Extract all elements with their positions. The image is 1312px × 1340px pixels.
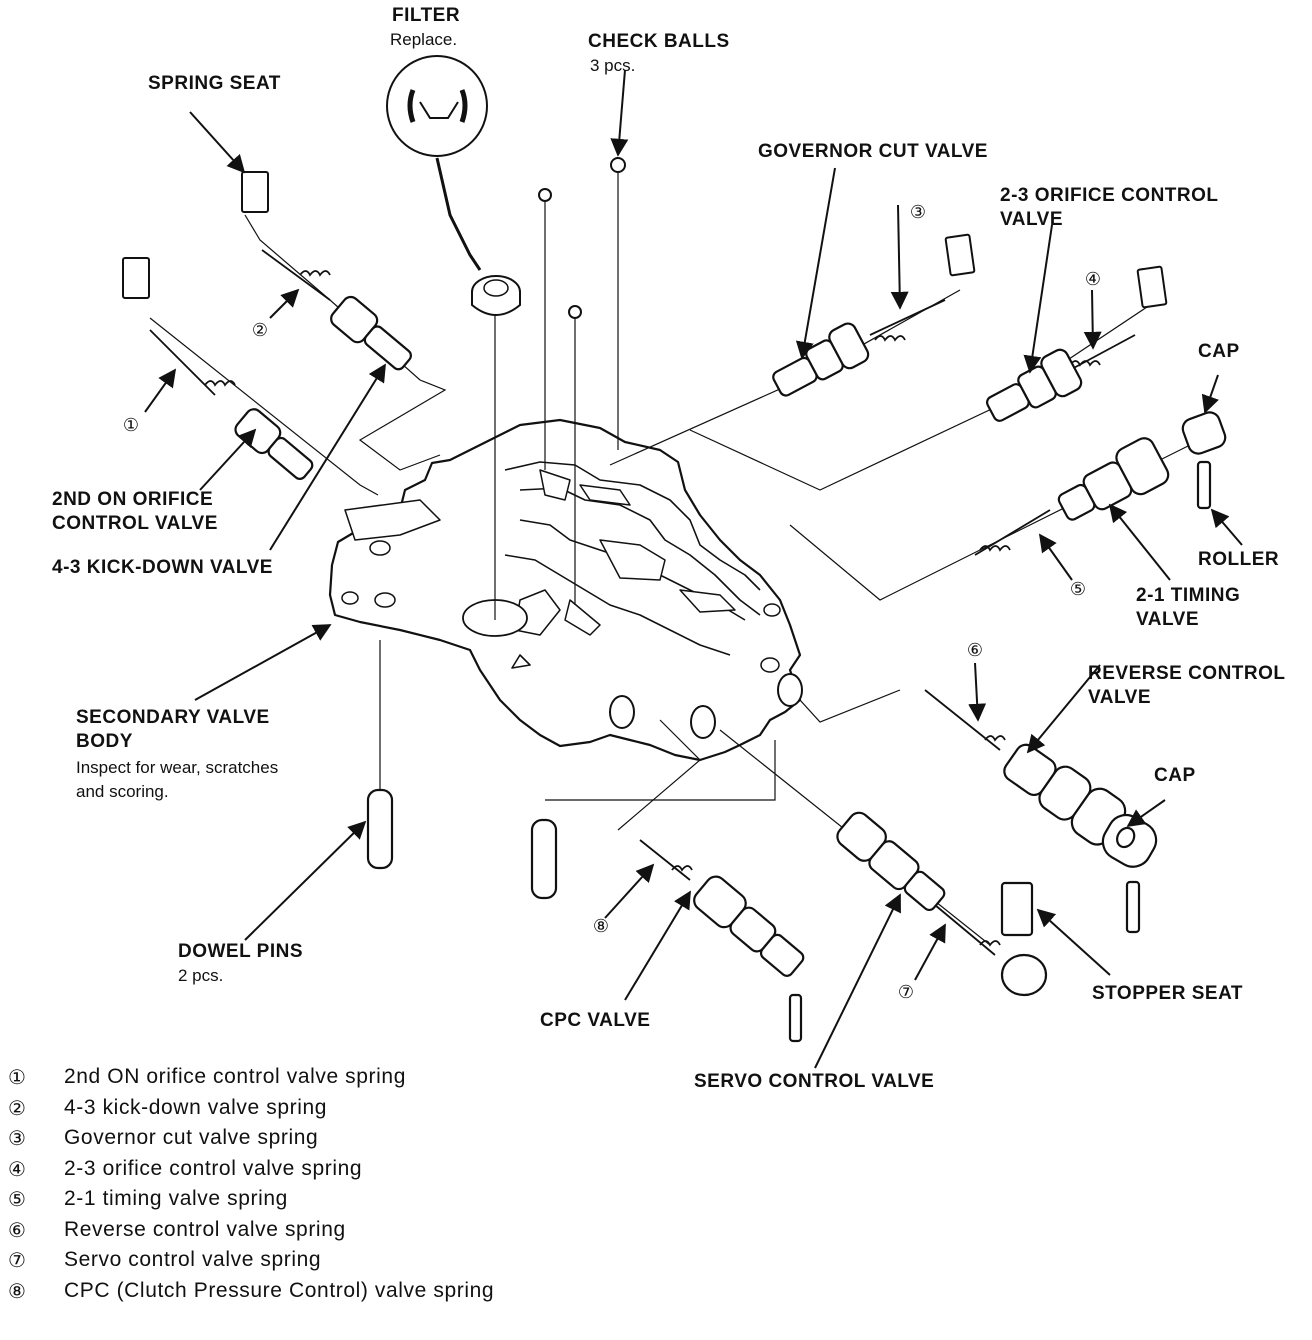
springs: [149, 249, 1136, 956]
cap-top-label: CAP: [1198, 341, 1240, 362]
orifice-2nd-label-line1: 2ND ON ORIFICE: [52, 489, 214, 510]
servo-control-valve-label: SERVO CONTROL VALVE: [694, 1071, 935, 1092]
orifice-23-label-line2: VALVE: [1000, 209, 1064, 230]
reverse-control-label-line1: REVERSE CONTROL: [1088, 663, 1286, 684]
legend-number: ⑧: [8, 1278, 27, 1303]
legend-item: ⑧ CPC (Clutch Pressure Control) valve sp…: [8, 1276, 528, 1307]
secondary-valve-body: [328, 418, 803, 762]
legend-number: ④: [8, 1156, 27, 1181]
orifice-2nd-label-line2: CONTROL VALVE: [52, 513, 218, 534]
legend-number: ⑥: [8, 1217, 27, 1242]
governor-cut-valve-label: GOVERNOR CUT VALVE: [758, 141, 988, 162]
legend-item: ② 4-3 kick-down valve spring: [8, 1093, 528, 1124]
callout-7: ⑦: [897, 982, 915, 1003]
secondary-valve-body-note-line2: and scoring.: [76, 782, 169, 801]
filter-note: Replace.: [390, 30, 458, 49]
timing-21-label-line2: VALVE: [1136, 609, 1200, 630]
cpc-valve-label: CPC VALVE: [540, 1010, 651, 1031]
legend-text: Governor cut valve spring: [64, 1126, 319, 1149]
secondary-valve-body-label-line2: BODY: [76, 731, 133, 752]
spring-seats: [122, 171, 1168, 309]
check-balls: [538, 157, 626, 319]
valve-spools: [234, 295, 1227, 1043]
orifice-23-label-line1: 2-3 ORIFICE CONTROL: [1000, 185, 1219, 206]
callout-5: ⑤: [1069, 579, 1087, 600]
legend-number: ①: [8, 1065, 27, 1089]
legend-text: 4-3 kick-down valve spring: [64, 1095, 328, 1119]
reverse-control-label-line2: VALVE: [1088, 687, 1152, 708]
legend-text: Servo control valve spring: [64, 1248, 322, 1271]
dowel-pins-note: 2 pcs.: [178, 966, 224, 985]
legend-text: Reverse control valve spring: [64, 1217, 346, 1241]
legend-item: ⑦ Servo control valve spring: [8, 1245, 528, 1276]
callout-1: ①: [122, 415, 140, 436]
legend-item: ① 2nd ON orifice control valve spring: [8, 1062, 528, 1093]
legend-text: 2-3 orifice control valve spring: [64, 1156, 363, 1180]
leader-arrows: [144, 69, 1243, 1069]
legend-number: ③: [8, 1126, 27, 1150]
cap-bottom-label: CAP: [1154, 765, 1196, 786]
legend-text: CPC (Clutch Pressure Control) valve spri…: [64, 1278, 495, 1302]
secondary-valve-body-note-line1: Inspect for wear, scratches: [76, 758, 279, 777]
filter-part: [386, 55, 521, 316]
dowel-pins-label: DOWEL PINS: [178, 941, 303, 962]
legend-text: 2-1 timing valve spring: [64, 1187, 288, 1210]
legend-text: 2nd ON orifice control valve spring: [64, 1065, 406, 1088]
roller-label: ROLLER: [1198, 549, 1280, 570]
callout-4: ④: [1084, 269, 1102, 290]
check-balls-note: 3 pcs.: [590, 56, 636, 75]
legend-item: ⑥ Reverse control valve spring: [8, 1215, 528, 1246]
callout-3: ③: [909, 202, 927, 223]
legend-item: ③ Governor cut valve spring: [8, 1123, 528, 1154]
callout-8: ⑧: [592, 916, 610, 937]
check-balls-label: CHECK BALLS: [588, 31, 730, 52]
legend-item: ④ 2-3 orifice control valve spring: [8, 1154, 528, 1185]
legend-number: ⑤: [8, 1187, 27, 1211]
callout-2: ②: [251, 320, 269, 341]
legend-item: ⑤ 2-1 timing valve spring: [8, 1184, 528, 1215]
legend-number: ⑦: [8, 1248, 27, 1272]
timing-21-label-line1: 2-1 TIMING: [1136, 585, 1241, 606]
legend-number: ②: [8, 1095, 27, 1120]
spring-seat-label: SPRING SEAT: [148, 73, 281, 94]
filter-label: FILTER: [392, 5, 461, 26]
kickdown-valve-label: 4-3 KICK-DOWN VALVE: [52, 557, 273, 578]
secondary-valve-body-label-line1: SECONDARY VALVE: [76, 707, 270, 728]
callout-6: ⑥: [966, 640, 984, 661]
spring-legend: ① 2nd ON orifice control valve spring ② …: [8, 1062, 528, 1306]
stopper-seat-label: STOPPER SEAT: [1092, 983, 1243, 1004]
